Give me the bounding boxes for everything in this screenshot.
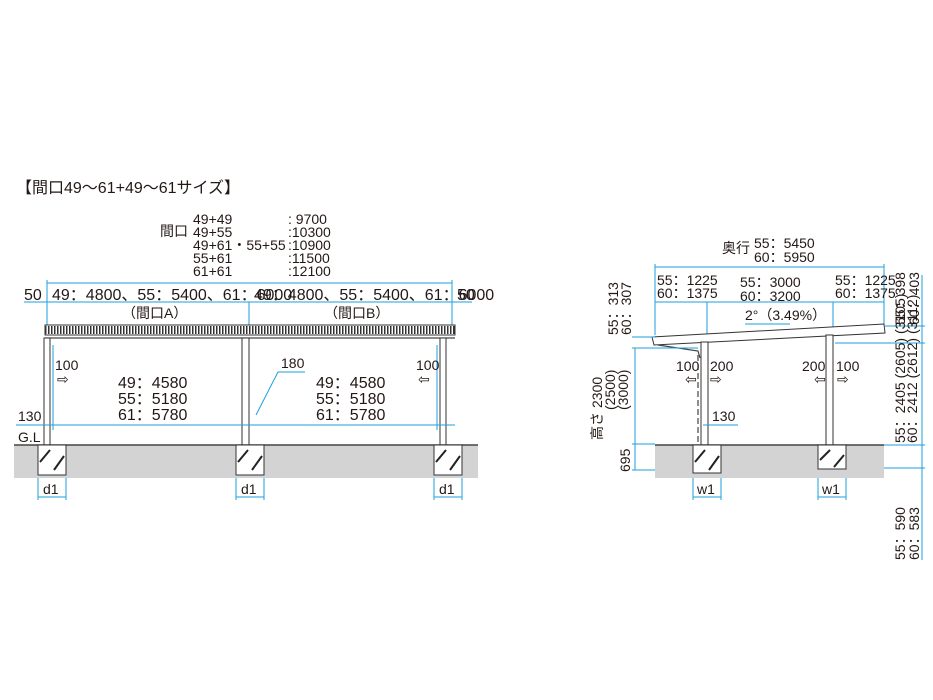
footing-width: w1 [696,481,715,497]
post-offset: 100 [676,358,700,374]
post [241,337,250,446]
width-value: :10900 [288,237,331,253]
footings [692,444,847,474]
rear-height: 55：2405 (2605) (3105) [892,294,908,443]
height-label: 高さ [589,412,605,440]
width-value: :11500 [288,250,330,266]
width-label: 間口 [160,223,188,239]
footing-width: w1 [821,481,840,497]
post-offset: 100 [836,358,860,374]
post [439,337,447,446]
gutter-height: 130 [18,408,42,424]
slope-label: 2°（3.49%） [745,307,826,323]
width-combo: 49+49 [193,211,233,227]
post-offset-left: 100 [55,357,79,373]
inner-width: 55：5180 [118,391,187,408]
svg-text:⇦: ⇦ [685,371,697,387]
overhang-left: 50 [24,287,42,304]
bay-a-label: （間口A） [122,305,187,321]
post [825,334,834,446]
post [700,341,709,446]
width-value: : 9700 [288,211,327,227]
width-combo: 55+61 [193,250,233,266]
front-overhang: 60：1375 [657,285,718,301]
post-offset: 200 [710,358,734,374]
ground-level-label: G.L [18,429,41,445]
inner-width: 61：5780 [118,407,187,424]
rear-overhang: 55：1225 [835,272,896,288]
footing-width: d1 [241,481,257,497]
width-table: 49+49 : 9700 49+55 :10300 49+61・55+55 :1… [193,211,331,279]
front-view: 間口 49+49 : 9700 49+55 :10300 49+61・55+55… [14,211,494,500]
rear-overhang: 60：1375 [835,285,896,301]
diagram-title: 【間口49〜61+49〜61サイズ】 [16,179,240,197]
width-combo: 49+61・55+55 [193,237,286,253]
rear-roof-thickness: 55：398 [892,272,908,325]
footing-width: d1 [439,481,455,497]
roof-panel [651,323,886,346]
front-overhang: 55：1225 [657,272,718,288]
side-view: 奥行 55：5450 60：5950 55：1225 60：1375 55：30… [589,235,925,560]
inner-width: 61：5780 [316,407,385,424]
height-value: (3000) [615,370,631,410]
front-roof-thickness: 55：313 [605,282,621,335]
bottom-dim: 60：583 [906,507,922,560]
depth-label: 奥行 [722,240,750,256]
width-combo: 49+55 [193,224,233,240]
post [43,337,51,446]
post-offset: 200 [802,358,826,374]
embed-depth: 695 [617,448,633,472]
inner-width: 49：4580 [316,375,385,392]
height-value: 2300 [589,377,605,408]
bottom-dim: 55：590 [892,507,908,560]
inner-width: 55：5180 [316,391,385,408]
post-offset-right: 100 [416,357,440,373]
span-b: 49：4800、55：5400、61：6000 [254,287,494,304]
bay-b-label: （間口B） [324,305,389,321]
ground [655,445,884,478]
post-span: 60：3200 [740,288,801,304]
width-value: :10300 [288,224,331,240]
width-value: :12100 [288,263,331,279]
rear-height: 60：2412 (2612) (3112) [904,295,920,443]
width-combo: 61+61 [193,263,233,279]
front-roof-thickness: 60：307 [618,282,634,335]
inner-width: 49：4580 [118,375,187,392]
overhang-right: 50 [457,287,475,304]
rear-roof-thickness: 60：403 [906,272,922,325]
svg-text:⇨: ⇨ [710,371,722,387]
svg-text:⇦: ⇦ [418,371,430,387]
depth-value: 60：5950 [754,249,815,265]
gutter-height: 130 [712,408,736,424]
post-size: 180 [281,355,305,371]
svg-text:⇦: ⇦ [814,371,826,387]
svg-text:⇨: ⇨ [57,371,69,387]
depth-value: 55：5450 [754,235,815,251]
svg-text:⇨: ⇨ [837,371,849,387]
footings [37,444,463,476]
footing-width: d1 [43,481,59,497]
post-span: 55：3000 [740,274,801,290]
span-a: 49：4800、55：5400、61：6000 [52,287,292,304]
height-value: (2500) [602,370,618,410]
